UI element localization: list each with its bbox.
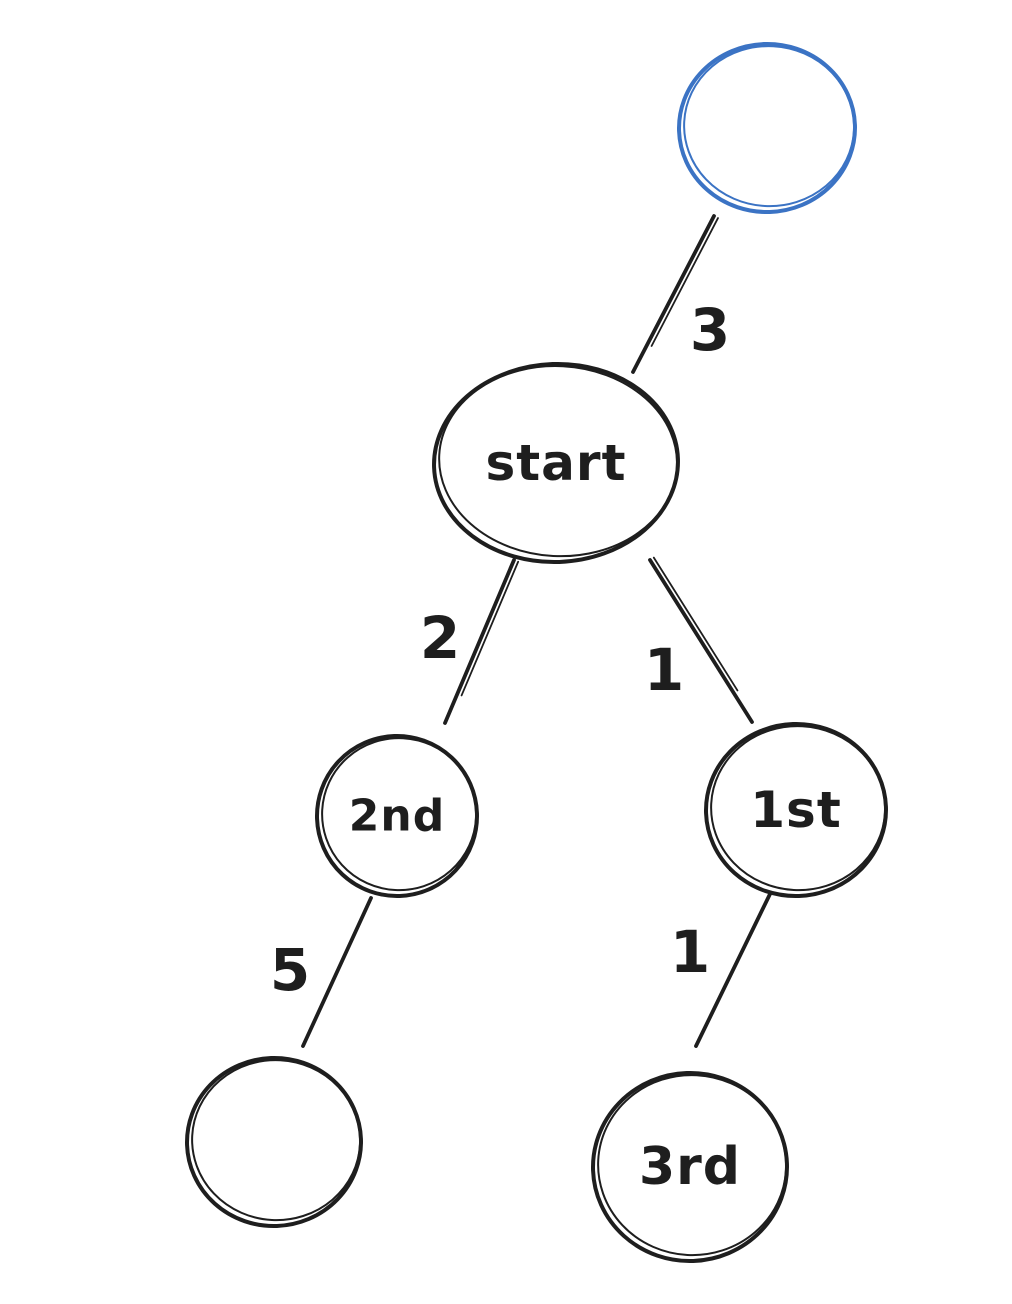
- left-leaf-node: [185, 1055, 363, 1229]
- edge-start-first-line-sketch-double: [652, 556, 739, 692]
- start-node-circle-sketch-double: [438, 365, 679, 558]
- edge-goal-start-line-sketch-double: [650, 217, 719, 347]
- left-leaf-node-circle: [185, 1055, 363, 1229]
- edge-second-left-leaf-line: [301, 896, 373, 1048]
- edge-second-left-leaf: 5: [270, 896, 373, 1048]
- edge-goal-start: 3: [631, 214, 730, 374]
- edge-start-first-weight-label: 1: [644, 636, 684, 704]
- start-node: start: [432, 361, 680, 565]
- edge-start-first-line: [648, 558, 754, 724]
- goal-node: [677, 41, 857, 215]
- second-node-circle-sketch-double: [321, 737, 478, 892]
- edge-goal-start-line: [631, 214, 716, 374]
- third-node-label: 3rd: [639, 1137, 741, 1197]
- third-node-circle-sketch-double: [597, 1074, 788, 1257]
- start-node-label: start: [486, 434, 627, 492]
- first-node: 1st: [704, 721, 888, 899]
- third-node: 3rd: [591, 1070, 789, 1264]
- edge-first-third-line: [694, 892, 772, 1048]
- edge-start-second-weight-label: 2: [420, 604, 460, 672]
- second-node: 2nd: [315, 734, 479, 898]
- edge-goal-start-weight-label: 3: [690, 296, 730, 364]
- edge-start-first: 1: [644, 556, 754, 724]
- second-node-label: 2nd: [349, 791, 445, 842]
- left-leaf-node-circle-sketch-double: [191, 1059, 362, 1222]
- edge-start-second-line-sketch-double: [460, 560, 520, 697]
- edge-first-third: 1: [670, 892, 772, 1048]
- edge-start-second-line: [443, 558, 516, 725]
- edge-first-third-weight-label: 1: [670, 918, 710, 986]
- edge-second-left-leaf-weight-label: 5: [270, 936, 310, 1004]
- start-node-circle: [432, 361, 680, 565]
- goal-node-circle-sketch-double: [683, 45, 856, 208]
- first-node-label: 1st: [750, 781, 841, 839]
- goal-node-circle: [677, 41, 857, 215]
- edge-start-second: 2: [420, 558, 520, 725]
- first-node-circle-sketch-double: [710, 725, 887, 892]
